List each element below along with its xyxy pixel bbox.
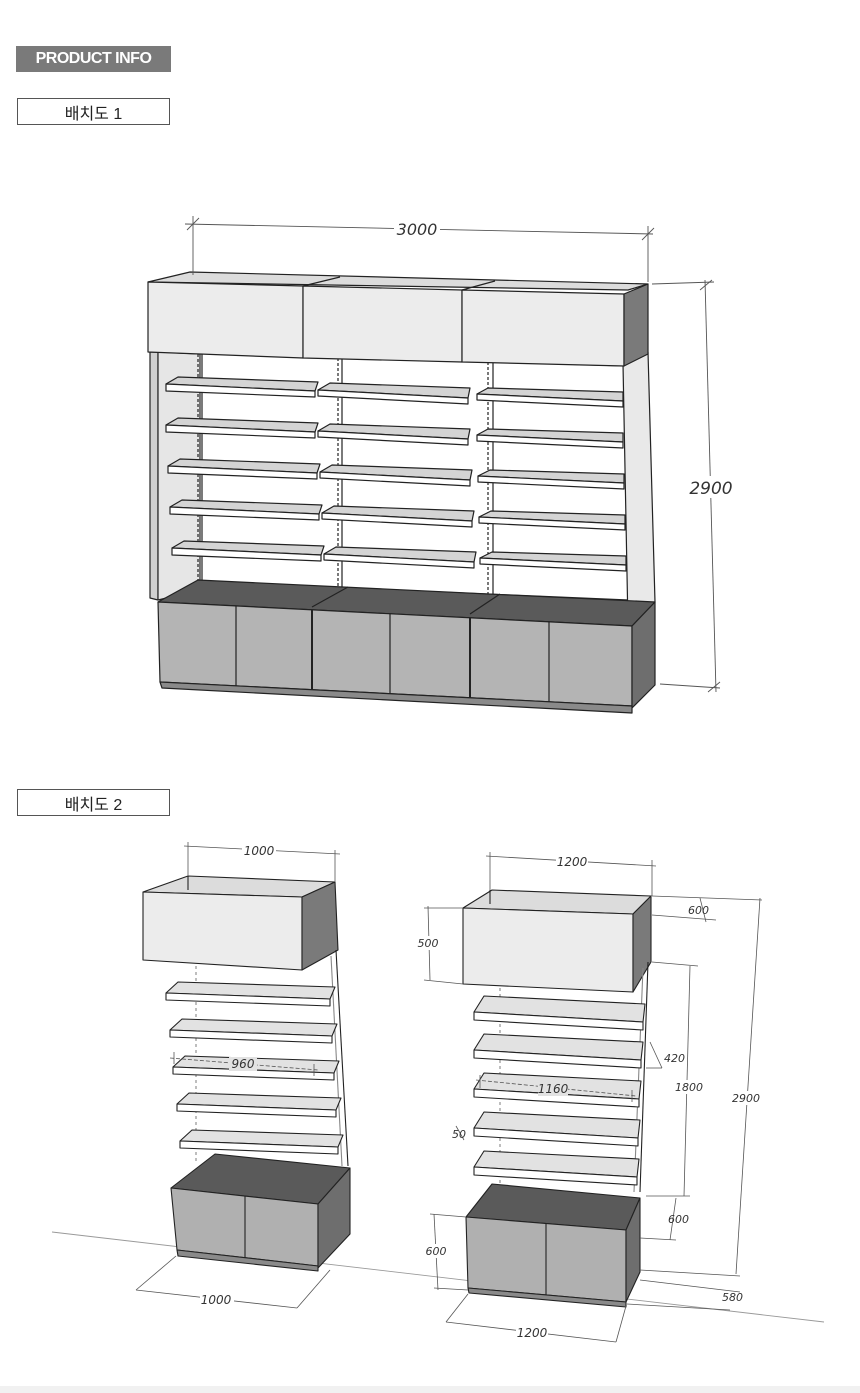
right-dim-top-width: 1200 <box>557 855 588 869</box>
dim-total-width: 3000 <box>397 220 438 239</box>
right-dim-shelf-width: 1160 <box>538 1082 569 1096</box>
left-dim-shelf-width: 960 <box>232 1057 255 1071</box>
right-dim-base-depth: 580 <box>722 1291 743 1304</box>
right-dim-top-depth: 600 <box>688 904 709 917</box>
header-side <box>623 283 649 367</box>
right-dim-base-width: 1200 <box>517 1326 548 1340</box>
dim-total-height: 2900 <box>689 479 732 499</box>
right-unit <box>462 889 652 1308</box>
right-dim-shelf-thickness: 50 <box>452 1128 466 1141</box>
right-dim-cabinet-depth: 600 <box>668 1213 689 1226</box>
right-dim-mid-height: 1800 <box>675 1081 703 1094</box>
cabinet-side <box>631 601 656 709</box>
left-dim-top-width: 1000 <box>244 844 275 858</box>
left-unit <box>142 875 351 1272</box>
cabinet-plinth <box>159 681 633 714</box>
left-dim-base-width: 1000 <box>201 1293 232 1307</box>
layout-2-title: 배치도 2 <box>17 789 170 816</box>
product-info-badge: PRODUCT INFO <box>16 46 171 72</box>
shelves <box>165 376 627 572</box>
footer-band <box>0 1386 860 1393</box>
right-dim-total-height: 2900 <box>732 1092 760 1105</box>
right-dim-shelf-gap: 420 <box>664 1052 685 1065</box>
right-dim-cabinet-height: 600 <box>426 1245 447 1258</box>
layout-1-title: 배치도 1 <box>17 98 170 125</box>
right-dim-header-height: 500 <box>418 937 439 950</box>
